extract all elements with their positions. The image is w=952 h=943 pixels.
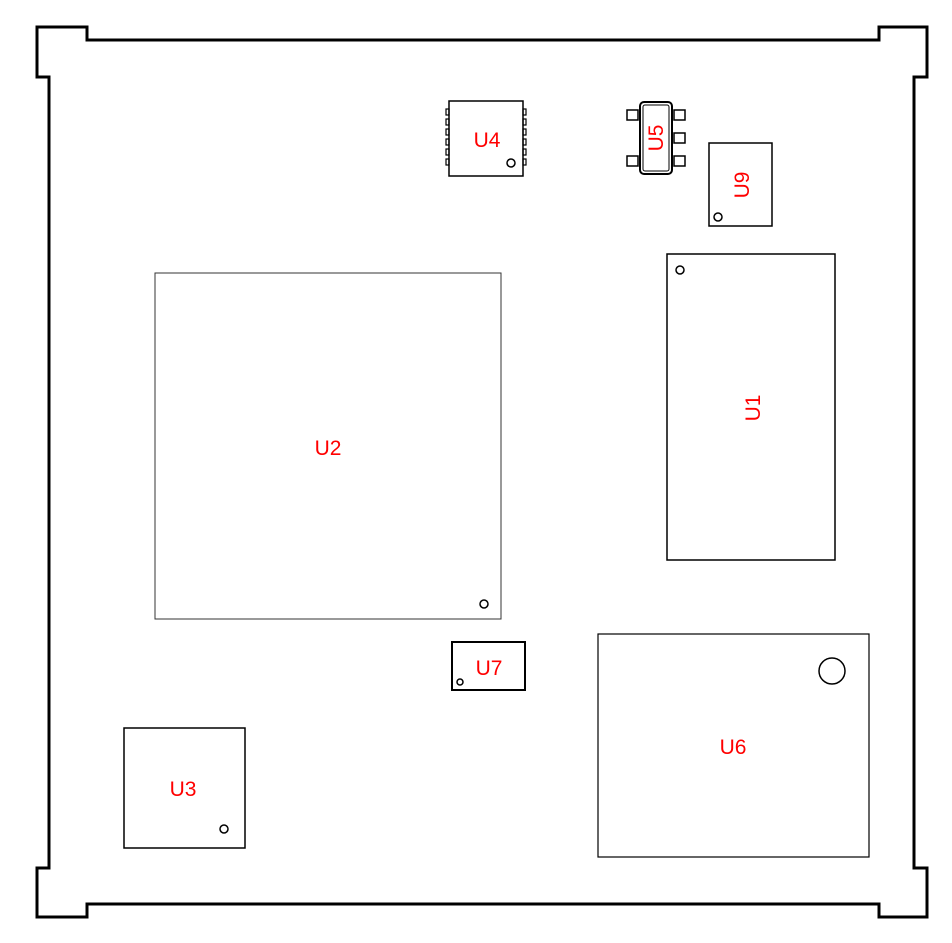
component-u3[interactable]: U3 [123,727,246,849]
pin1-marker [506,158,516,168]
pin1-marker [479,599,489,609]
pin1-marker [456,678,464,686]
designator-u1: U1 [742,395,765,422]
component-u5[interactable]: U5 [626,101,686,175]
u4-pads-right [522,108,527,166]
designator-u5: U5 [645,125,668,152]
pin1-marker [713,212,723,222]
pin1-marker [219,824,229,834]
board-outline [35,25,929,919]
designator-u3: U3 [170,778,197,801]
u4-pads-left [445,108,450,166]
pin1-marker [818,657,846,685]
designator-u9: U9 [731,172,754,199]
component-u6[interactable]: U6 [597,633,870,858]
designator-u2: U2 [315,437,342,460]
component-u7[interactable]: U7 [451,641,526,691]
designator-u7: U7 [476,657,503,680]
designator-u6: U6 [720,736,747,759]
pin1-marker [675,265,685,275]
component-u4[interactable]: U4 [445,100,527,177]
component-u1[interactable]: U1 [666,253,836,561]
component-u9[interactable]: U9 [708,142,773,227]
u5-pads [626,109,686,167]
designator-u4: U4 [474,129,501,152]
component-u2[interactable]: U2 [154,272,502,620]
